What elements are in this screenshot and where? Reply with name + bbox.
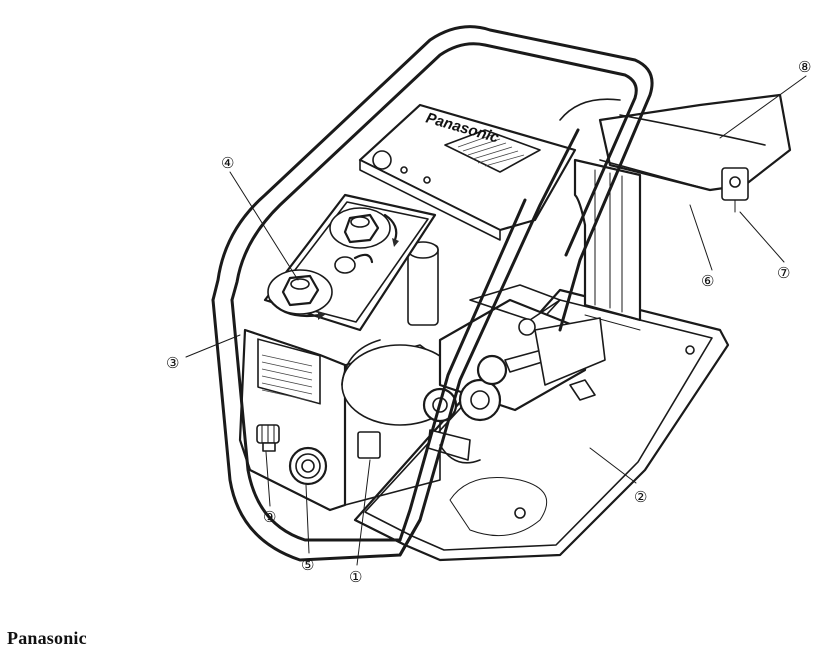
wire-guide-hood — [559, 93, 792, 213]
leader-lines — [185, 75, 807, 566]
power-switch — [357, 431, 381, 459]
callout-9: ⑨ — [263, 510, 276, 526]
callout-2: ② — [634, 490, 647, 506]
control-knob-1 — [267, 269, 333, 320]
roll-cage-frame — [211, 25, 654, 562]
callout-4: ④ — [221, 156, 234, 172]
feed-roll-unit — [422, 284, 606, 464]
wire-feeder-diagram: Panasonic ① ② ③ ④ ⑤ ⑥ — [166, 25, 811, 586]
callout-3: ③ — [166, 356, 179, 372]
gas-inlet-fitting — [256, 424, 280, 452]
rear-column — [573, 158, 642, 322]
control-panel — [263, 193, 437, 332]
callout-8: ⑧ — [798, 60, 811, 76]
callouts: ① ② ③ ④ ⑤ ⑥ ⑦ ⑧ ⑨ — [166, 60, 811, 586]
footer-brand: Panasonic — [7, 628, 87, 648]
callout-6: ⑥ — [701, 274, 714, 290]
round-connector — [288, 446, 328, 486]
callout-1: ① — [349, 570, 362, 586]
upper-panel: Panasonic — [358, 103, 577, 241]
callout-7: ⑦ — [777, 266, 790, 282]
callout-5: ⑤ — [301, 558, 314, 574]
main-housing — [238, 328, 441, 512]
control-knob-2 — [329, 207, 399, 249]
